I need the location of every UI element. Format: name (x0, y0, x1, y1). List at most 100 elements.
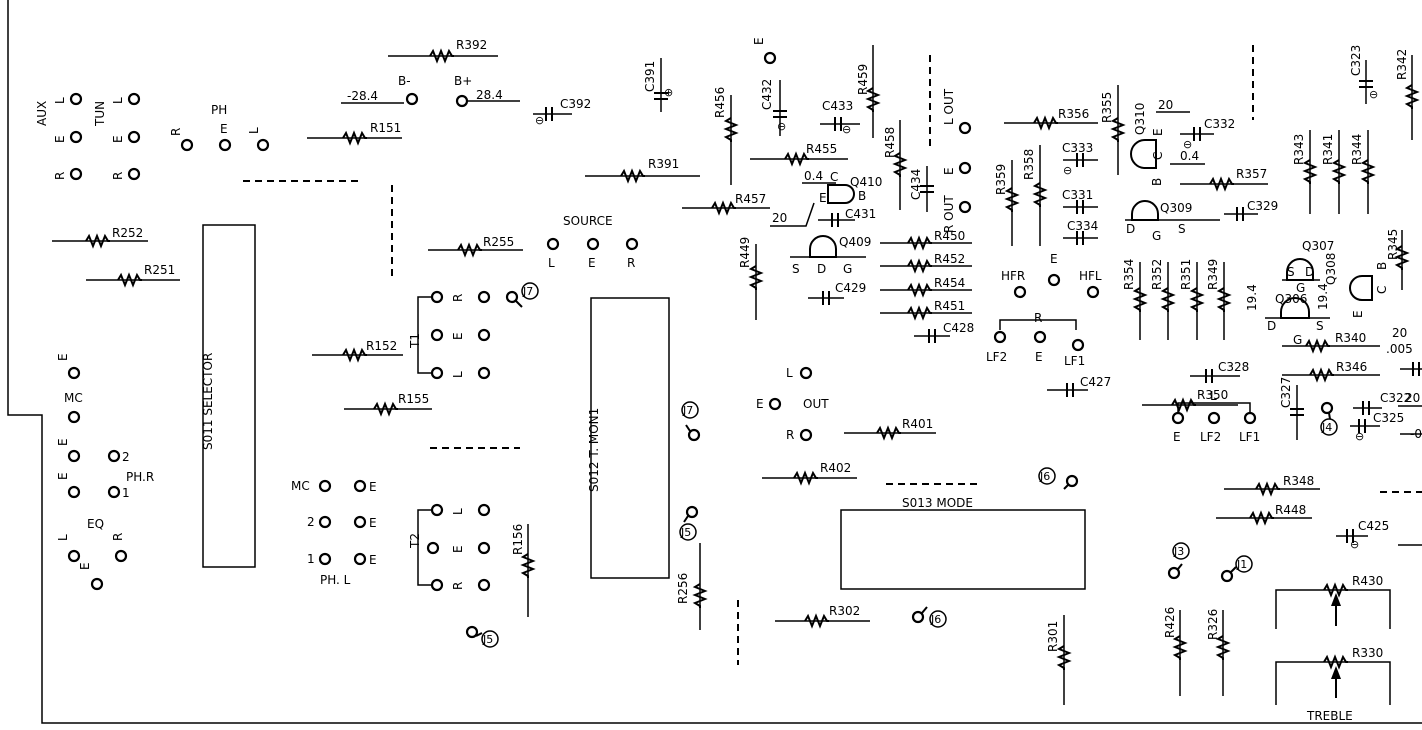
aux-l-label: L (53, 97, 67, 104)
capacitor-c434: C434 (909, 166, 935, 212)
q310-20v-label: 20 (1158, 98, 1173, 112)
c332-label: C332 (1204, 117, 1235, 131)
j6-label-a: J6 (1039, 470, 1050, 483)
s013-label: S013 MODE (902, 496, 973, 510)
r457-label: R457 (735, 192, 766, 206)
b-minus-label: B- (398, 74, 411, 88)
eq-section: E MC E E 2 1 PH.R EQ L E R (56, 353, 154, 591)
resistor-r345: R345 (1386, 229, 1408, 290)
t2-terminals: T2 L E R (408, 503, 491, 592)
ph-r-1-pad (107, 485, 121, 499)
ph-l-1-pad (318, 552, 332, 566)
eq-label: EQ (87, 517, 104, 531)
q308-pin-c: C (1375, 286, 1389, 294)
capacitor-c323: C323 ⊖ (1349, 45, 1378, 104)
voltage-19-4-b: 19.4 (1316, 283, 1330, 310)
r255-label: R255 (483, 235, 514, 249)
capacitor-c391: C391 ⊕ (643, 58, 673, 112)
t1-r-label: R (451, 294, 465, 302)
resistor-r156: R156 (511, 524, 534, 617)
r251-label: R251 (144, 263, 175, 277)
lf-r-terminals: R LF2 E LF1 (986, 311, 1085, 368)
resistor-r349: R349 (1206, 259, 1230, 340)
r430-label: R430 (1352, 574, 1383, 588)
resistor-r449: R449 (738, 237, 762, 320)
aux-e-label: E (53, 135, 67, 143)
r402-label: R402 (820, 461, 851, 475)
q306-pin-g: G (1293, 333, 1302, 347)
capacitor-c392: ⊖ C392 (533, 97, 591, 127)
eq-e1-label: E (56, 353, 70, 361)
transistor-q306: Q306 D G S (1265, 292, 1330, 347)
hfr-label: HFR (1001, 269, 1025, 283)
q310-voltage-label: 0.4 (1180, 149, 1199, 163)
t1-e-pad-1 (430, 328, 444, 342)
r152-label: R152 (366, 339, 397, 353)
transistor-q309: Q309 D G S (1125, 200, 1220, 243)
b-minus-pad (405, 92, 419, 106)
c432-label: C432 (760, 79, 774, 110)
q307-pin-s: S (1287, 265, 1295, 279)
resistor-r426: R426 (1163, 607, 1186, 696)
ph-l-terminals: MC E 2 E 1 E PH. L (291, 479, 377, 587)
jumper-j6-a: J6 (1038, 467, 1079, 490)
capacitor-c429: C429 (808, 281, 866, 306)
r301-label: R301 (1046, 621, 1060, 652)
j7-label-b: J7 (682, 404, 693, 417)
t2-label: T2 (408, 533, 422, 549)
t2-r-label: R (451, 582, 465, 590)
q410-pin-e: E (819, 191, 827, 205)
capacitor-c427: C427 (1047, 375, 1111, 398)
t2-l-label: L (451, 508, 465, 515)
capacitor-c425: C425 ⊖ (1336, 519, 1389, 551)
potentiometer-r330: R330 TREBLE (1275, 646, 1391, 723)
source-r-pad (625, 237, 639, 251)
ph-r-label: R (169, 128, 183, 136)
lf2-r-label: LF2 (986, 350, 1007, 364)
q409-pin-s: S (792, 262, 800, 276)
q409-pin-g: G (843, 262, 852, 276)
aux-r-label: R (53, 172, 67, 180)
r330-label: R330 (1352, 646, 1383, 660)
capacitor-c332: C332 ⊖ (1180, 117, 1235, 151)
c391-polarity: ⊕ (664, 86, 673, 99)
eq-e2-label: E (56, 438, 70, 446)
r351-label: R351 (1179, 259, 1193, 290)
capacitor-c428: C428 (914, 321, 974, 344)
capacitor-right-edge (1400, 361, 1422, 377)
capacitor-c325: C325 ⊖ (1350, 411, 1404, 443)
r-out-label: R OUT (942, 195, 956, 233)
eq-l-pad (67, 549, 81, 563)
ph-l-e1-pad (353, 479, 367, 493)
out-e-center-label: E (756, 397, 764, 411)
resistor-r151: R151 (307, 121, 402, 144)
r356-label: R356 (1058, 107, 1089, 121)
ph-l-e3-pad (353, 552, 367, 566)
resistor-r457: R457 (682, 192, 770, 214)
r458-label: R458 (883, 127, 897, 158)
q309-pin-g: G (1152, 229, 1161, 243)
r455-label: R455 (806, 142, 837, 156)
tun-r-pad (127, 167, 141, 181)
capacitor-c322: C322 (1353, 391, 1411, 416)
r456-label: R456 (713, 87, 727, 118)
voltage-20-b: 20 (1405, 391, 1420, 405)
t2-e-pad-2 (477, 541, 491, 555)
r346-label: R346 (1336, 360, 1367, 374)
ph-l-e1-label: E (369, 480, 377, 494)
l-out-label: L OUT (942, 88, 956, 125)
c432-polarity: ⊖ (777, 120, 786, 133)
l-out-pad (958, 121, 972, 135)
voltage-19-4-a: 19.4 (1245, 284, 1259, 311)
r357-label: R357 (1236, 167, 1267, 181)
treble-label: TREBLE (1306, 709, 1353, 723)
r454-label: R454 (934, 276, 965, 290)
lf1-r-label: LF1 (1064, 354, 1085, 368)
eq-e3-pad (67, 485, 81, 499)
resistor-r344: R344 (1350, 130, 1374, 214)
lf-r-e-pad (1033, 330, 1047, 344)
resistor-r392: R392 (388, 38, 498, 62)
lf1-r-pad (1071, 338, 1085, 352)
resistor-r358: R358 (1022, 145, 1046, 246)
